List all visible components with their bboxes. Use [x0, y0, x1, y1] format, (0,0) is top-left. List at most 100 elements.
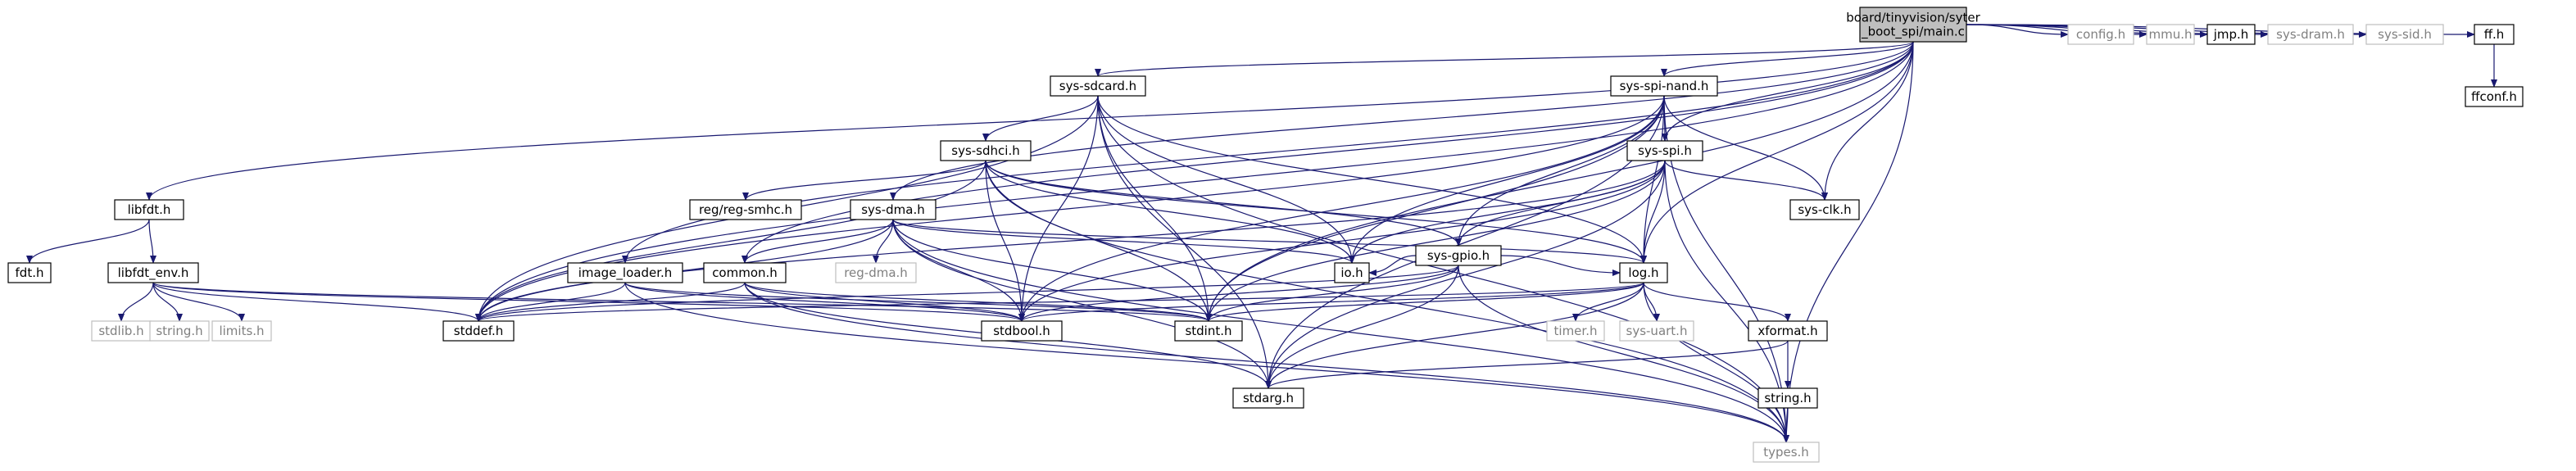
- node-label: io.h: [1340, 265, 1363, 280]
- edge-sys_gpio_h-to-types_h: [1458, 265, 1789, 443]
- edge-sys_gpio_h-to-stdarg_h: [1265, 265, 1459, 389]
- node-box: [1748, 320, 1828, 342]
- edge-common_h-to-types_h: [744, 282, 1789, 443]
- edge-libfdt_env_h-to-stdint_h: [152, 282, 1212, 322]
- node-sys_clk_h[interactable]: sys-clk.h: [1789, 199, 1860, 220]
- node-ff_h[interactable]: ff.h: [2474, 24, 2515, 45]
- edge-image_loader_h-to-stdint_h: [624, 282, 1212, 322]
- node-sys_gpio_h[interactable]: sys-gpio.h: [1415, 245, 1502, 266]
- edge-log_h-to-xformat_h: [1643, 282, 1791, 322]
- node-box: [2206, 24, 2256, 45]
- node-label: stdbool.h: [993, 324, 1050, 338]
- edge-sys_gpio_h-to-stdbool_h: [1018, 265, 1459, 322]
- node-xformat_h[interactable]: xformat.h: [1748, 320, 1828, 342]
- node-box: [442, 320, 515, 342]
- edge-sys_sdhci_h-to-stdint_h: [985, 160, 1212, 322]
- node-box: [1334, 262, 1370, 283]
- node-box: [1789, 199, 1860, 220]
- edge-libfdt_h-to-fdt_h: [26, 219, 150, 264]
- node-libfdt_h[interactable]: libfdt.h: [114, 199, 184, 220]
- node-label: fdt.h: [16, 265, 44, 280]
- node-string_h[interactable]: string.h: [1757, 387, 1818, 409]
- edge-log_h-to-stdbool_h: [1018, 282, 1644, 322]
- edge-common_h-to-stdbool_h: [744, 282, 1025, 322]
- node-box: [2474, 24, 2515, 45]
- node-box: [1232, 387, 1304, 409]
- node-timer_h: timer.h: [1546, 320, 1605, 342]
- node-box: [1757, 387, 1818, 409]
- node-sys_spi_nand_h[interactable]: sys-spi-nand.h: [1610, 75, 1718, 97]
- edge-sys_sdcard_h-to-sys_sdhci_h: [982, 95, 1099, 142]
- node-box: [1546, 320, 1605, 342]
- node-label: sys-dram.h: [2276, 27, 2345, 42]
- node-common_h[interactable]: common.h: [703, 262, 787, 283]
- edge-sys_dma_h-to-types_h: [892, 219, 1789, 443]
- node-box: [2465, 86, 2524, 107]
- edge-sys_spi_h-to-log_h: [1640, 160, 1666, 264]
- edge-image_loader_h-to-stdbool_h: [624, 282, 1025, 322]
- node-label: ffconf.h: [2471, 89, 2517, 104]
- node-box: [940, 140, 1032, 161]
- edge-sys_spi_nand_h-to-stddef_h: [475, 95, 1665, 322]
- nodes-layer: board/tinyvision/syter_boot_spi/main.csy…: [7, 7, 2524, 463]
- edge-sys_sdcard_h-to-types_h: [1097, 95, 1789, 443]
- node-box: [1626, 140, 1703, 161]
- node-sys_spi_h[interactable]: sys-spi.h: [1626, 140, 1703, 161]
- node-box: [1610, 75, 1718, 97]
- edges-layer: [26, 24, 2497, 443]
- node-image_loader_h[interactable]: image_loader.h: [567, 262, 683, 283]
- node-box: [1859, 7, 1967, 43]
- edge-sys_spi_nand_h-to-stdbool_h: [1018, 95, 1665, 322]
- edge-sys_sdcard_h-to-stdarg_h: [1097, 95, 1272, 389]
- node-label: sys-dma.h: [861, 202, 925, 217]
- node-box: [211, 320, 272, 342]
- node-box: [835, 262, 917, 283]
- edge-image_loader_h-to-types_h: [624, 282, 1789, 443]
- node-stdint_h[interactable]: stdint.h: [1174, 320, 1243, 342]
- node-sys_sdhci_h[interactable]: sys-sdhci.h: [940, 140, 1032, 161]
- edge-sys_gpio_h-to-log_h: [1500, 255, 1621, 276]
- node-box: [703, 262, 787, 283]
- node-io_h[interactable]: io.h: [1334, 262, 1370, 283]
- node-reg_smhc_h[interactable]: reg/reg-smhc.h: [689, 199, 802, 220]
- node-libfdt_env_h[interactable]: libfdt_env.h: [107, 262, 199, 283]
- node-label: limits.h: [219, 324, 264, 338]
- node-fdt_h[interactable]: fdt.h: [7, 262, 52, 283]
- node-stddef_h[interactable]: stddef.h: [442, 320, 515, 342]
- node-ffconf_h[interactable]: ffconf.h: [2465, 86, 2524, 107]
- node-sys_dma_h[interactable]: sys-dma.h: [850, 199, 937, 220]
- node-box: [114, 199, 184, 220]
- edge-sys_dma_h-to-io_h: [892, 219, 1355, 264]
- node-label: sys-gpio.h: [1427, 248, 1490, 263]
- edge-main_c-to-sys_spi_nand_h: [1661, 41, 1914, 77]
- edge-sys_spi_h-to-sys_clk_h: [1664, 160, 1828, 201]
- node-stdbool_h[interactable]: stdbool.h: [981, 320, 1063, 342]
- node-label: config.h: [2076, 27, 2125, 42]
- edge-common_h-to-stdint_h: [744, 282, 1212, 322]
- edge-sys_gpio_h-to-stdint_h: [1205, 265, 1459, 322]
- node-box: [7, 262, 52, 283]
- edge-libfdt_env_h-to-stddef_h: [152, 282, 482, 322]
- node-stdlib_h: stdlib.h: [91, 320, 152, 342]
- edge-sys_spi_h-to-stdarg_h: [1265, 160, 1666, 389]
- edge-log_h-to-timer_h: [1572, 282, 1644, 322]
- node-label: ff.h: [2484, 27, 2505, 42]
- node-box: [1619, 320, 1694, 342]
- node-label: stddef.h: [454, 324, 503, 338]
- node-jmp_h[interactable]: jmp.h: [2206, 24, 2256, 45]
- node-main_c[interactable]: board/tinyvision/syter_boot_spi/main.c: [1846, 7, 1981, 43]
- edge-sys_sdcard_h-to-stdint_h: [1097, 95, 1212, 322]
- node-label: stdarg.h: [1243, 391, 1294, 405]
- node-stdarg_h[interactable]: stdarg.h: [1232, 387, 1304, 409]
- node-label: timer.h: [1554, 324, 1598, 338]
- edge-sys_sdcard_h-to-io_h: [1097, 95, 1355, 264]
- edge-main_c-to-image_loader_h: [622, 41, 1914, 264]
- node-label: image_loader.h: [578, 265, 673, 281]
- edge-sys_dma_h-to-stdarg_h: [892, 219, 1272, 389]
- node-box: [149, 320, 210, 342]
- node-log_h[interactable]: log.h: [1619, 262, 1668, 283]
- edge-string_h-to-types_h: [1783, 407, 1790, 443]
- edge-main_c-to-sys_dma_h: [890, 41, 1914, 201]
- node-sys_sdcard_h[interactable]: sys-sdcard.h: [1050, 75, 1146, 97]
- edge-sys_spi_nand_h-to-sys_gpio_h: [1455, 95, 1665, 247]
